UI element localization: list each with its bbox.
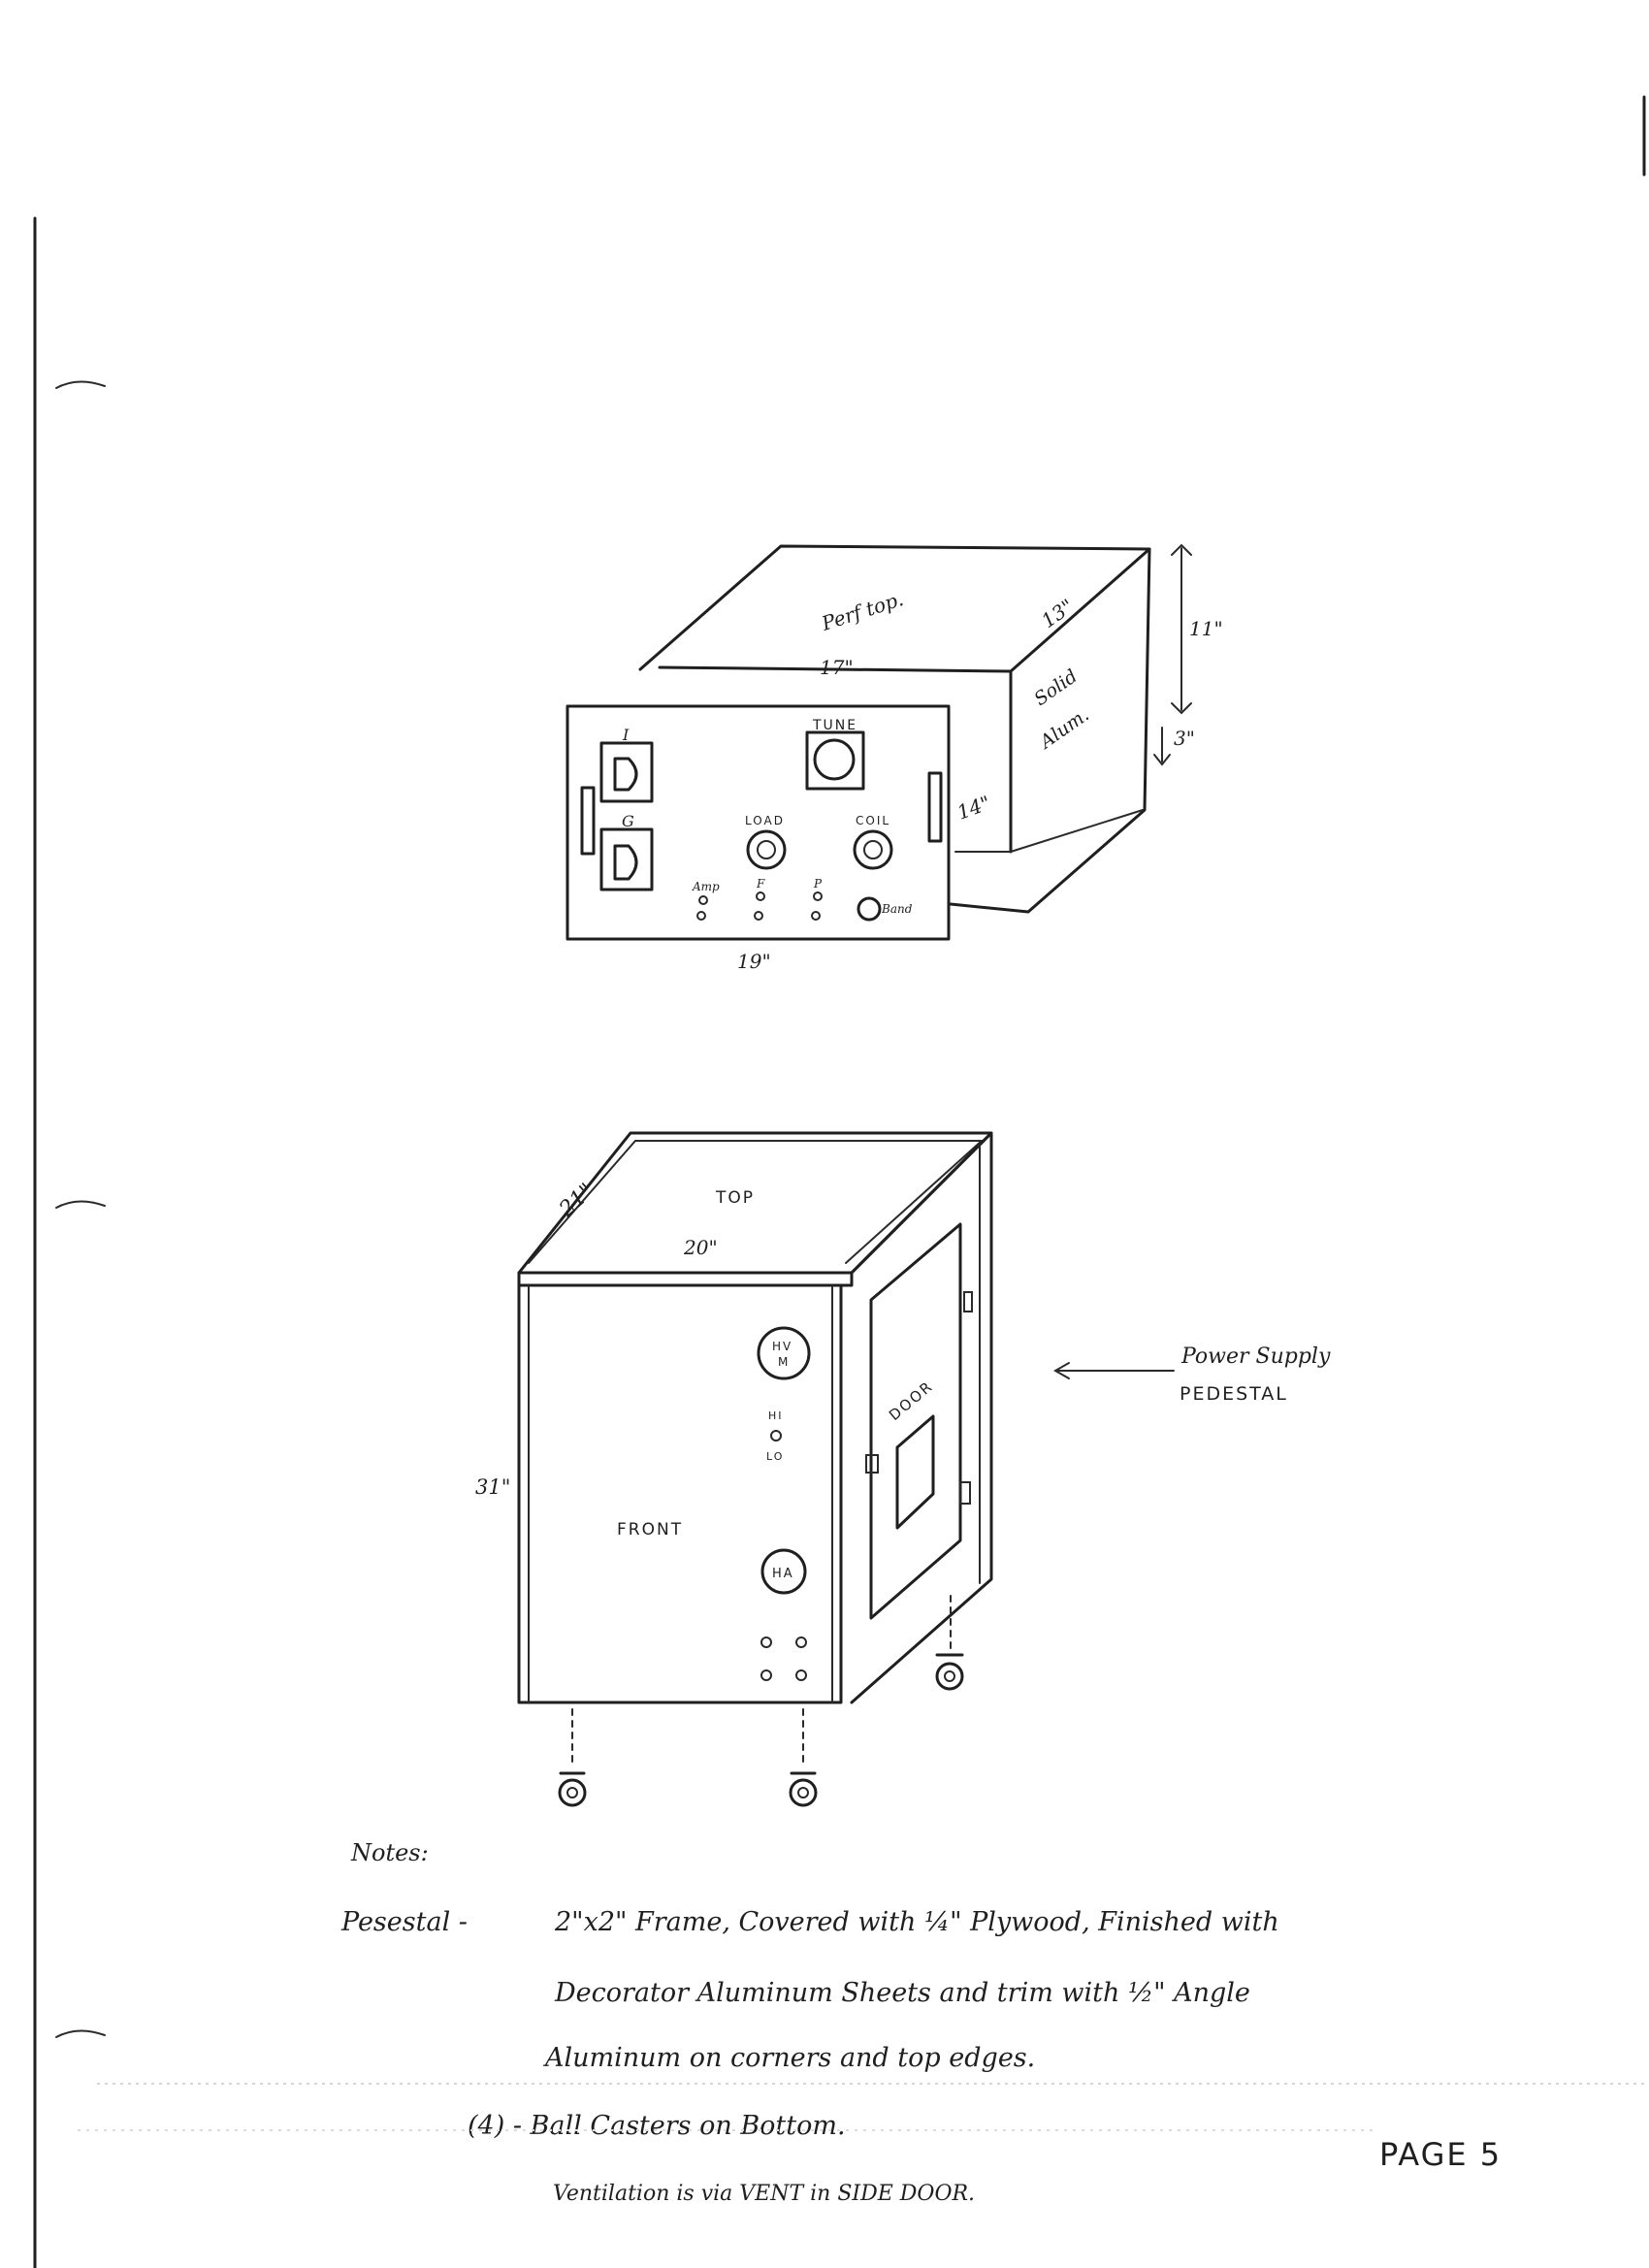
amp-indicator-icon <box>698 895 708 905</box>
ha-meter-icon <box>760 1548 807 1595</box>
height-arrow-top-icon <box>1171 543 1192 556</box>
jack-icon-1 <box>760 1636 772 1648</box>
amplifier-side-inner-line <box>1010 809 1144 853</box>
meter-g-label: G <box>622 812 634 830</box>
notes-line1: 2"x2" Frame, Covered with ¼" Plywood, Fi… <box>554 1907 1279 1937</box>
lo-label: LO <box>766 1450 784 1463</box>
pedestal-top-front-trim <box>517 1271 854 1287</box>
height-11-label: 11" <box>1189 617 1223 640</box>
f-label: F <box>756 877 765 891</box>
tune-knob-icon <box>813 738 856 781</box>
band-switch-icon <box>857 896 882 922</box>
hvm-label-hv: HV <box>772 1340 792 1353</box>
load-knob-icon <box>746 829 787 870</box>
amp-label: Amp <box>692 880 720 893</box>
side-vent <box>895 1414 935 1530</box>
pedestal-front-label: FRONT <box>617 1520 683 1539</box>
page-number: PAGE 5 <box>1379 2136 1502 2173</box>
band-label: Band <box>881 902 913 916</box>
p-switch-icon <box>811 911 821 921</box>
caster-back-icon <box>935 1653 964 1691</box>
depth-13-label: 13" <box>1037 595 1078 633</box>
jack-icon-3 <box>760 1669 772 1681</box>
callout-arrow-icon <box>1052 1362 1070 1379</box>
punch-hole-mark-2 <box>55 1200 106 1209</box>
f-switch-icon <box>754 911 763 921</box>
amplifier-drawing: Perf top. 13" 17" Solid Alum. 11" 3" 14"… <box>566 543 1223 973</box>
load-knob-center <box>757 840 776 859</box>
pedestal-front-face <box>517 1283 843 1704</box>
notes-line4: (4) - Ball Casters on Bottom. <box>468 2111 846 2141</box>
grid-current-meter <box>599 827 654 891</box>
plate-current-meter <box>599 741 654 803</box>
notes-line1-prefix: Pesestal - <box>340 1907 468 1937</box>
coil-knob-icon <box>853 829 893 870</box>
perf-top-label: Perf top. <box>818 587 906 635</box>
amp-switch-icon <box>696 911 706 921</box>
tune-knob-plate <box>805 730 865 791</box>
left-handle <box>580 786 596 856</box>
amplifier-side-face <box>949 547 1151 914</box>
door-latch-icon-top <box>963 1291 973 1312</box>
amplifier-cabinet-front-edge <box>658 665 1013 854</box>
foot-3-label: 3" <box>1174 727 1195 750</box>
panel-width-19-label: 19" <box>737 950 771 973</box>
hi-lo-switch-icon <box>770 1430 782 1442</box>
notes-heading: Notes: <box>350 1839 429 1866</box>
hvm-label-m: M <box>778 1355 790 1369</box>
caster-center-icon <box>789 1771 818 1807</box>
amplifier-top-face <box>638 544 1151 673</box>
tune-label: TUNE <box>812 718 857 733</box>
door-latch-icon-bottom <box>959 1481 971 1505</box>
p-label: P <box>813 877 823 891</box>
pedestal-drawing: 21" TOP 20" 31" FRONT HV M HI LO HA DOOR… <box>475 1131 1331 1807</box>
callout-pedestal-label: PEDESTAL <box>1180 1383 1288 1405</box>
foot-arrow-icon <box>1153 754 1171 766</box>
side-door <box>869 1222 962 1620</box>
hi-label: HI <box>768 1409 784 1422</box>
notes-line2: Decorator Aluminum Sheets and trim with … <box>554 1978 1250 2008</box>
height-arrow-bottom-icon <box>1171 702 1192 715</box>
door-label: DOOR <box>886 1377 937 1424</box>
hv-meter-icon <box>757 1326 811 1380</box>
grid-current-meter-face-icon <box>613 844 638 881</box>
jack-icon-2 <box>795 1636 807 1648</box>
notes-block: Notes: Pesestal - 2"x2" Frame, Covered w… <box>340 1839 1279 2206</box>
f-indicator-icon <box>756 891 765 901</box>
caster-left-icon <box>558 1771 587 1807</box>
coil-knob-center <box>863 840 883 859</box>
panel-depth-14-label: 14" <box>954 791 994 824</box>
pedestal-width-20-label: 20" <box>683 1236 718 1259</box>
alum-label: Alum. <box>1035 704 1093 754</box>
notes-line3: Aluminum on corners and top edges. <box>542 2043 1035 2073</box>
door-hinge-icon <box>865 1454 879 1474</box>
plate-current-meter-face-icon <box>613 757 638 792</box>
jack-icon-4 <box>795 1669 807 1681</box>
notes-line5: Ventilation is via VENT in SIDE DOOR. <box>553 2182 975 2206</box>
meter-i-label: I <box>622 726 630 744</box>
p-indicator-icon <box>813 891 823 901</box>
punch-hole-mark-3 <box>55 2029 106 2038</box>
pedestal-depth-21-label: 21" <box>555 1179 599 1222</box>
pedestal-top-label: TOP <box>715 1188 755 1208</box>
right-handle <box>927 771 943 843</box>
pedestal-height-31-label: 31" <box>475 1475 510 1499</box>
punch-hole-mark-1 <box>55 380 106 389</box>
pedestal-side-face <box>850 1131 993 1704</box>
ha-label: HA <box>772 1567 794 1581</box>
solid-label: Solid <box>1030 665 1082 710</box>
pedestal-top-inner-trim <box>528 1140 985 1264</box>
load-label: LOAD <box>745 814 785 827</box>
width-17-label: 17" <box>820 656 854 679</box>
callout-power-supply-label: Power Supply <box>1180 1345 1331 1369</box>
coil-label: COIL <box>856 814 890 827</box>
